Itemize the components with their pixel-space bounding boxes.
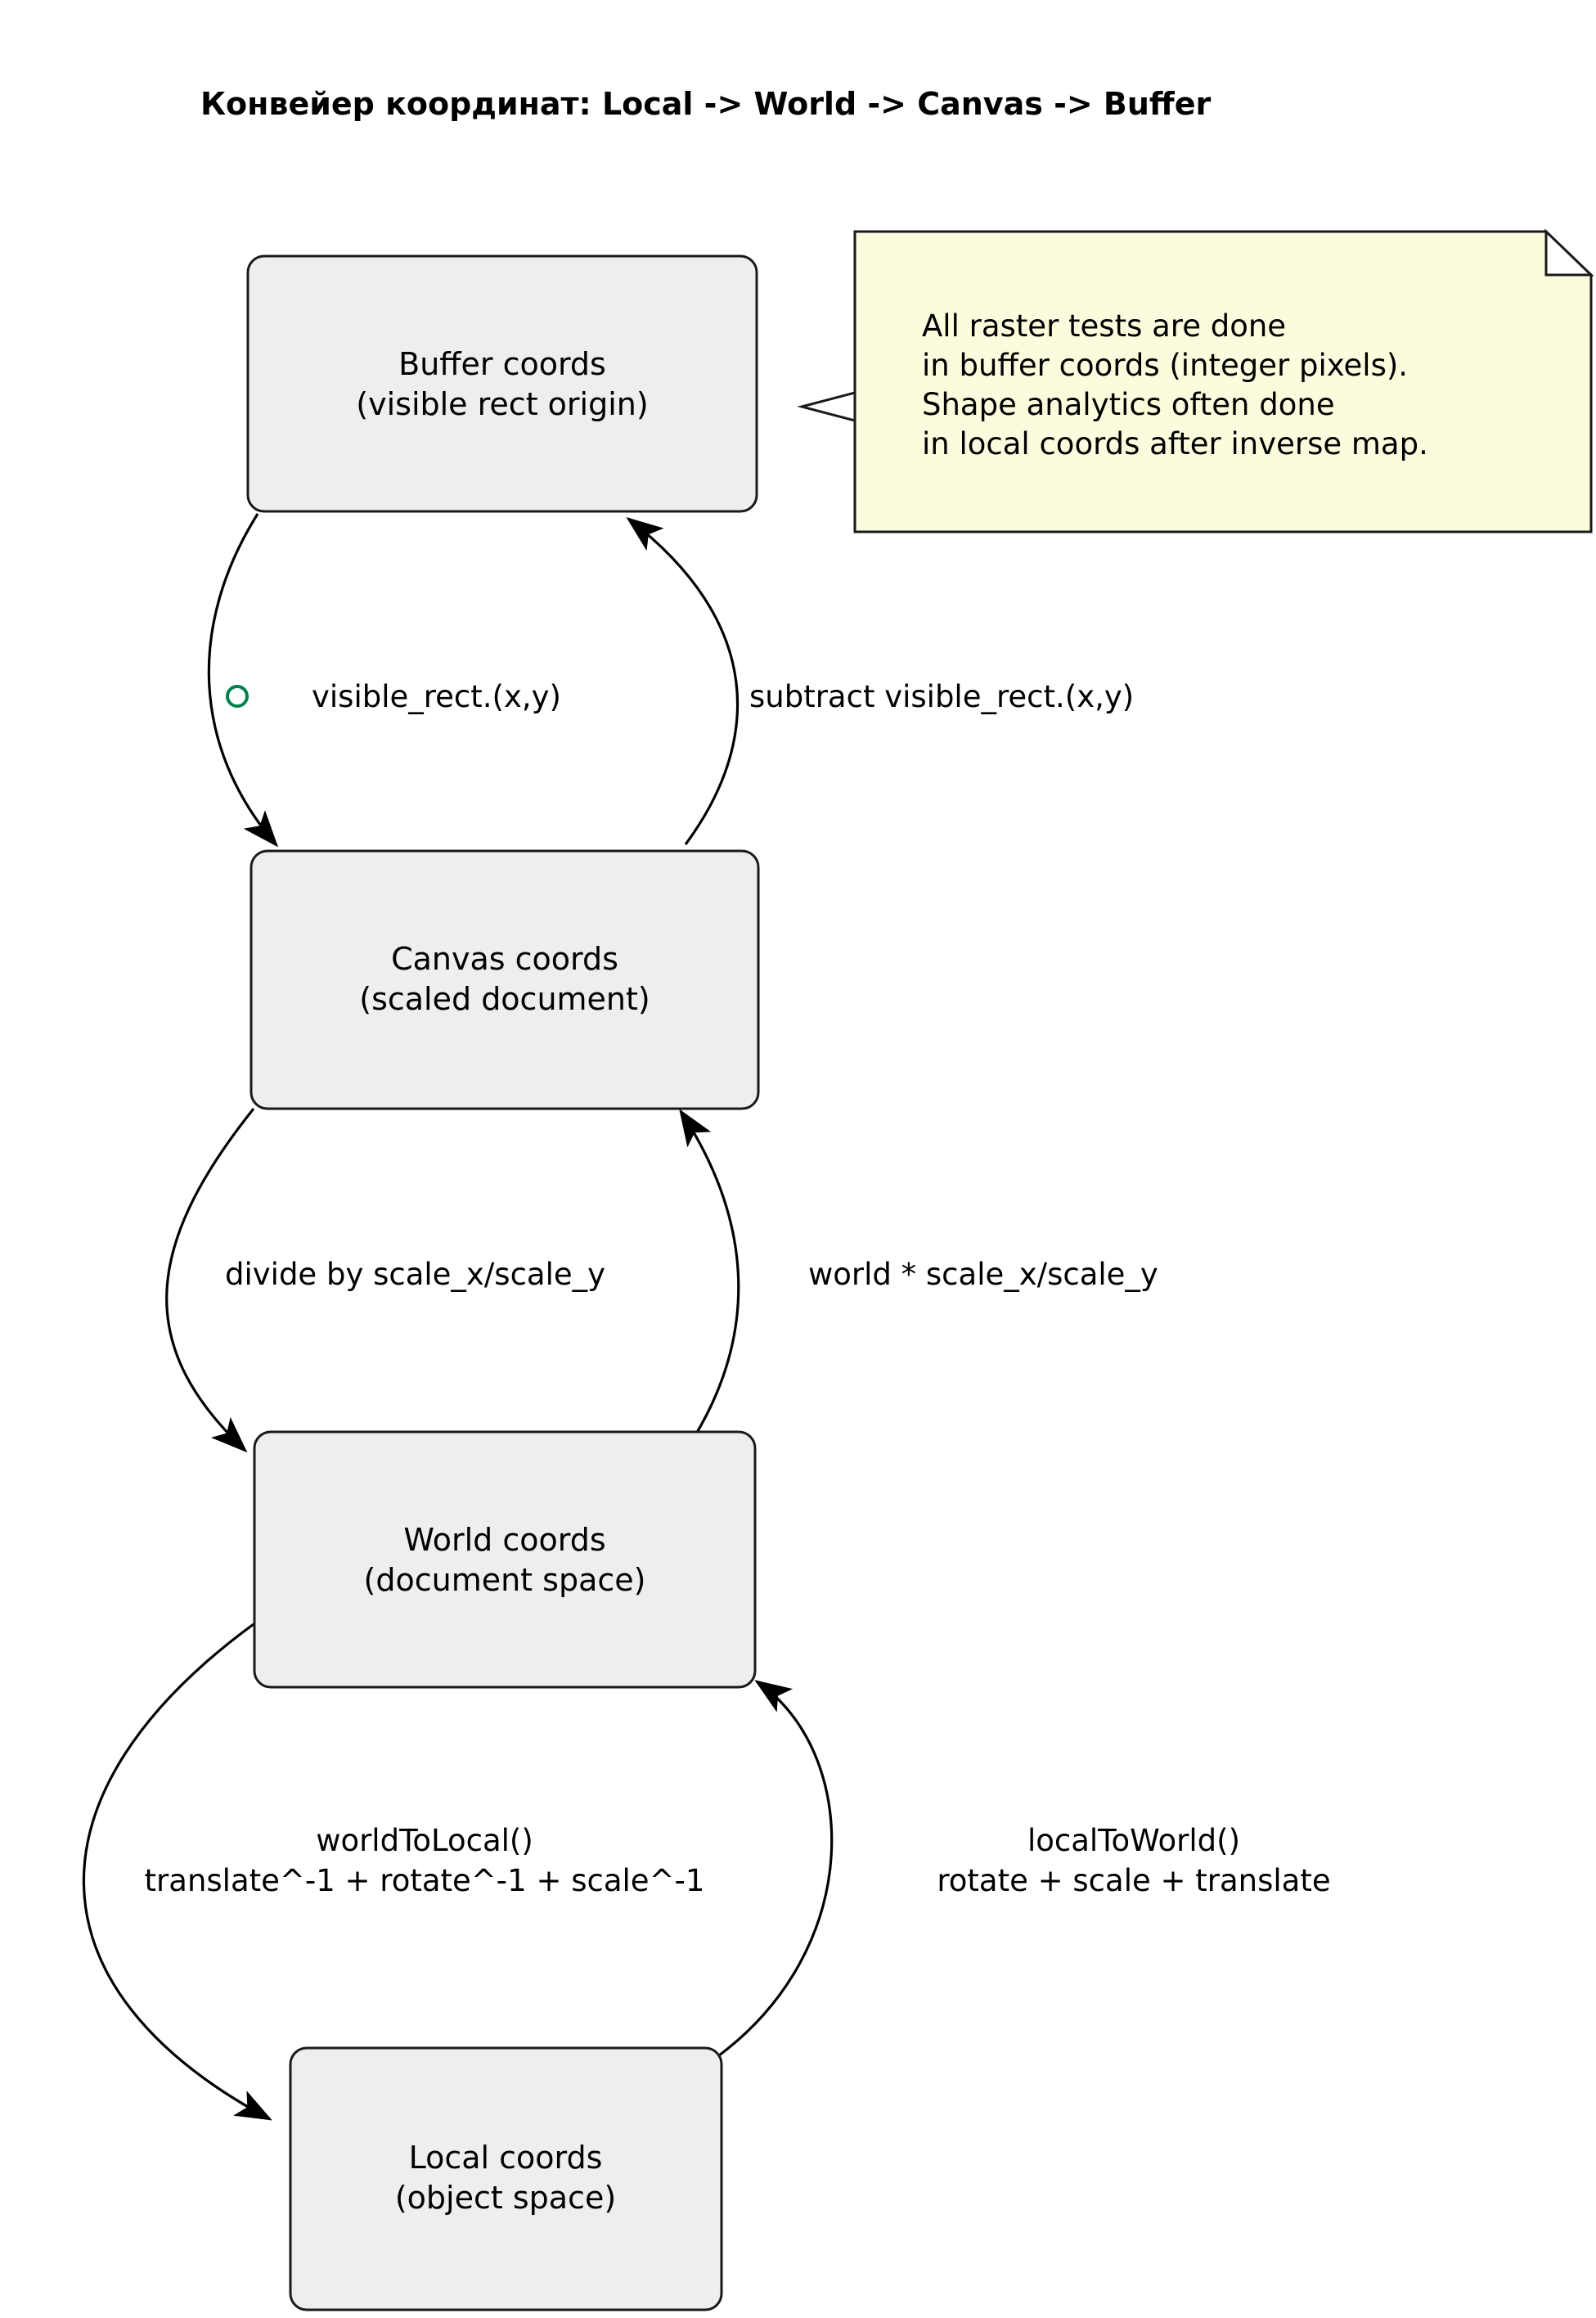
- edge-buffer-to-canvas: [207, 513, 279, 848]
- edge-label-local-to-world-line2: rotate + scale + translate: [937, 1863, 1330, 1898]
- edge-label-world-to-canvas: world * scale_x/scale_y: [808, 1257, 1158, 1292]
- node-local-coords-line2: (object space): [395, 2180, 616, 2216]
- node-world-coords-line2: (document space): [364, 1562, 646, 1598]
- node-buffer-coords-line2: (visible rect origin): [356, 386, 648, 422]
- note-line-2: in buffer coords (integer pixels).: [922, 348, 1408, 383]
- edge-world-to-canvas: [679, 1109, 740, 1449]
- edge-label-local-to-world-line1: localToWorld(): [1027, 1823, 1240, 1858]
- node-canvas-coords-line2: (scaled document): [359, 981, 650, 1017]
- note-line-3: Shape analytics often done: [922, 387, 1335, 422]
- edge-source-circle-icon: [226, 685, 249, 708]
- note-fold-corner: [1544, 228, 1594, 277]
- node-buffer-coords-line1: Buffer coords: [398, 346, 606, 382]
- edge-label-canvas-to-buffer: subtract visible_rect.(x,y): [749, 679, 1134, 714]
- note-line-1: All raster tests are done: [922, 308, 1286, 344]
- edge-local-to-world: [715, 1680, 834, 2059]
- edge-canvas-to-buffer: [626, 517, 740, 845]
- node-world-coords-line1: World coords: [403, 1522, 605, 1558]
- edge-world-to-local: [82, 1623, 272, 2121]
- edge-label-canvas-to-world: divide by scale_x/scale_y: [225, 1257, 605, 1292]
- page-title: Конвейер координат: Local -> World -> Ca…: [200, 86, 1211, 122]
- edge-label-world-to-local-line2: translate^-1 + rotate^-1 + scale^-1: [145, 1863, 705, 1898]
- node-world-coords[interactable]: [253, 1430, 757, 1689]
- note-box: [853, 230, 1593, 533]
- node-canvas-coords-line1: Canvas coords: [391, 941, 618, 977]
- node-local-coords-line1: Local coords: [409, 2140, 603, 2176]
- node-buffer-coords[interactable]: [246, 254, 758, 513]
- node-canvas-coords[interactable]: [250, 849, 760, 1110]
- note-line-4: in local coords after inverse map.: [922, 426, 1428, 461]
- edge-label-world-to-local-line1: worldToLocal(): [316, 1823, 533, 1858]
- note-callout-tail: [797, 338, 856, 476]
- node-local-coords[interactable]: [289, 2046, 723, 2311]
- edge-canvas-to-world: [165, 1108, 255, 1453]
- edge-label-buffer-to-canvas: visible_rect.(x,y): [312, 679, 561, 714]
